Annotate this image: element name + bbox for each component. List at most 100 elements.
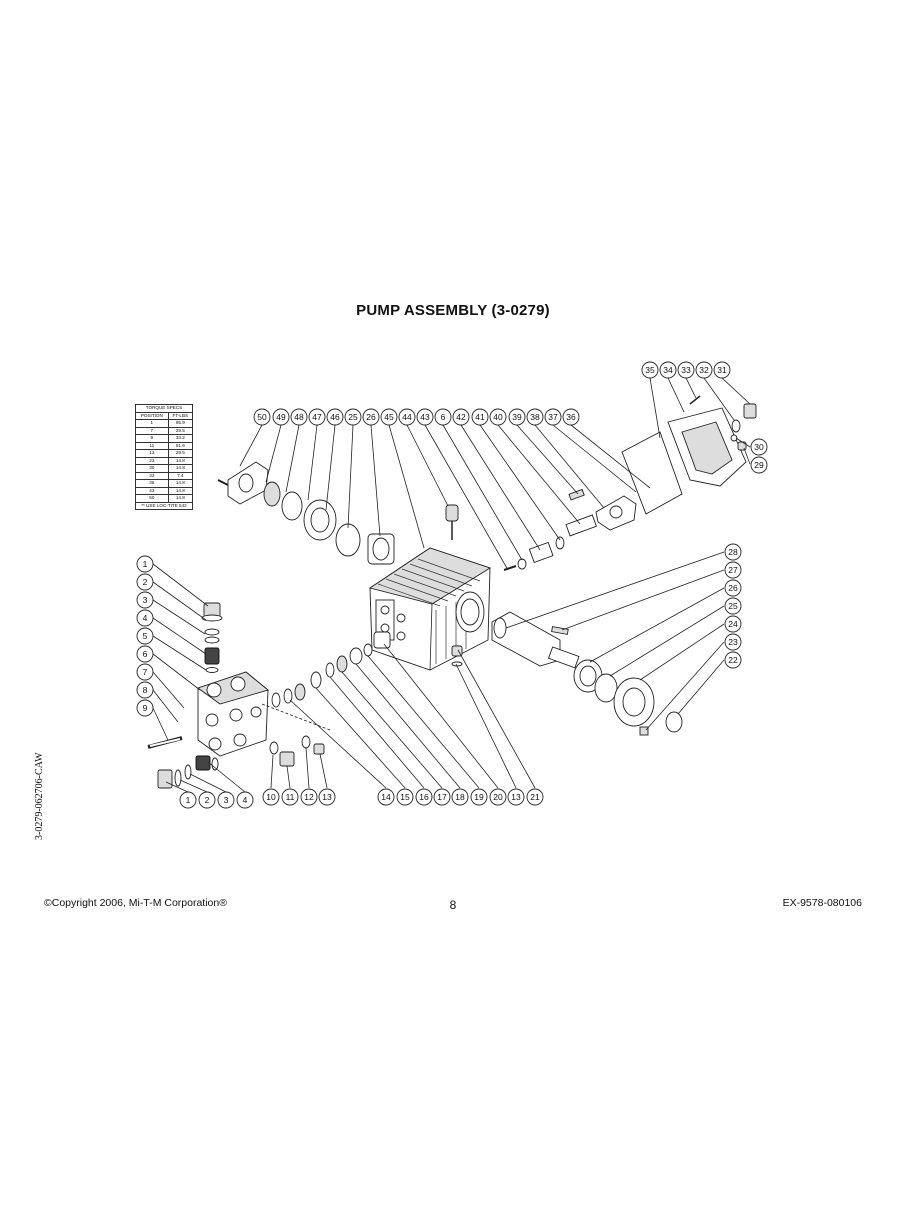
- callout-12: 12: [300, 788, 318, 806]
- callout-label: 24: [728, 619, 738, 629]
- callout-label: 7: [143, 667, 148, 677]
- callout-row-bottom-left: 1 2 3 4: [179, 791, 254, 809]
- callout-35: 35: [641, 361, 659, 379]
- callout-6: 6: [136, 645, 154, 663]
- callout-11: 11: [281, 788, 299, 806]
- callout-28: 28: [724, 543, 742, 561]
- callout-24: 24: [724, 615, 742, 633]
- manifold-head: [197, 671, 269, 757]
- plugs-seals: [261, 703, 331, 767]
- crankcase: [368, 547, 492, 671]
- callout-2: 2: [136, 573, 154, 591]
- callout-18: 18: [451, 788, 469, 806]
- callout-label: 20: [493, 792, 503, 802]
- callout-label: 47: [312, 412, 322, 422]
- callout-26: 26: [362, 408, 380, 426]
- callout-label: 18: [455, 792, 465, 802]
- callout-49: 49: [272, 408, 290, 426]
- callout-50: 50: [253, 408, 271, 426]
- callout-3: 3: [217, 791, 235, 809]
- bearing-cover-left: [217, 461, 395, 565]
- callout-6: 6: [434, 408, 452, 426]
- callout-label: 43: [420, 412, 430, 422]
- callout-3: 3: [136, 591, 154, 609]
- callout-label: 36: [566, 412, 576, 422]
- callout-label: 15: [400, 792, 410, 802]
- valve-stack: [201, 602, 223, 673]
- callout-42: 42: [452, 408, 470, 426]
- callout-label: 5: [143, 631, 148, 641]
- callout-9: 9: [136, 699, 154, 717]
- callout-label: 30: [754, 442, 764, 452]
- callout-13: 13: [318, 788, 336, 806]
- callout-label: 11: [286, 792, 295, 802]
- callout-5: 5: [136, 627, 154, 645]
- callout-label: 3: [143, 595, 148, 605]
- callout-1: 1: [136, 555, 154, 573]
- callout-label: 34: [663, 365, 673, 375]
- callout-15: 15: [396, 788, 414, 806]
- callout-label: 25: [348, 412, 358, 422]
- callout-label: 17: [437, 792, 447, 802]
- callout-label: 1: [143, 559, 148, 569]
- callout-32: 32: [695, 361, 713, 379]
- callout-label: 37: [548, 412, 558, 422]
- crankshaft: [491, 611, 683, 736]
- callout-column-left: 1 2 3 4 5 6 7 8 9: [136, 555, 154, 717]
- callout-label: 28: [728, 547, 738, 557]
- parts-drawing: [147, 395, 757, 789]
- callout-row-bottom-right: 14 15 16 17 18 19 20 13 21: [377, 788, 544, 806]
- torque-note: ** USE LOC-TITE 542: [135, 501, 193, 510]
- callout-8: 8: [136, 681, 154, 699]
- callout-label: 35: [645, 365, 655, 375]
- callout-label: 6: [143, 649, 148, 659]
- callout-label: 38: [530, 412, 540, 422]
- manifold-bolt: [147, 736, 183, 749]
- callout-36: 36: [562, 408, 580, 426]
- callout-label: 31: [717, 365, 727, 375]
- callout-label: 46: [330, 412, 340, 422]
- callout-30: 30: [750, 438, 768, 456]
- callout-37: 37: [544, 408, 562, 426]
- callout-label: 27: [728, 565, 738, 575]
- callout-2: 2: [198, 791, 216, 809]
- callout-label: 23: [728, 637, 738, 647]
- callout-label: 39: [512, 412, 522, 422]
- callout-label: 33: [681, 365, 691, 375]
- callout-22: 22: [724, 651, 742, 669]
- callout-label: 26: [366, 412, 376, 422]
- connecting-rod: [503, 485, 657, 571]
- callout-40: 40: [489, 408, 507, 426]
- document-side-code: 3-0279-062706-CAW: [34, 752, 45, 840]
- callout-41: 41: [471, 408, 489, 426]
- callout-47: 47: [308, 408, 326, 426]
- callout-23: 23: [724, 633, 742, 651]
- valve-stack-bottom: [157, 755, 219, 789]
- seal-stack: [271, 631, 391, 708]
- callout-48: 48: [290, 408, 308, 426]
- callout-14: 14: [377, 788, 395, 806]
- callout-label: 3: [224, 795, 229, 805]
- callout-label: 13: [511, 792, 521, 802]
- callout-label: 45: [384, 412, 394, 422]
- callout-label: 26: [728, 583, 738, 593]
- callout-38: 38: [526, 408, 544, 426]
- callout-label: 13: [322, 792, 332, 802]
- callout-label: 32: [699, 365, 709, 375]
- callout-label: 8: [143, 685, 148, 695]
- callout-label: 14: [381, 792, 391, 802]
- callout-29: 29: [750, 456, 768, 474]
- callout-label: 10: [266, 792, 276, 802]
- callout-39: 39: [508, 408, 526, 426]
- callout-label: 4: [143, 613, 148, 623]
- callout-label: 12: [304, 792, 314, 802]
- callout-label: 16: [419, 792, 429, 802]
- callout-17: 17: [433, 788, 451, 806]
- oil-drain: [451, 645, 463, 667]
- callout-16: 16: [415, 788, 433, 806]
- callout-21: 21: [526, 788, 544, 806]
- callout-1: 1: [179, 791, 197, 809]
- callout-label: 1: [186, 795, 191, 805]
- callout-43: 43: [416, 408, 434, 426]
